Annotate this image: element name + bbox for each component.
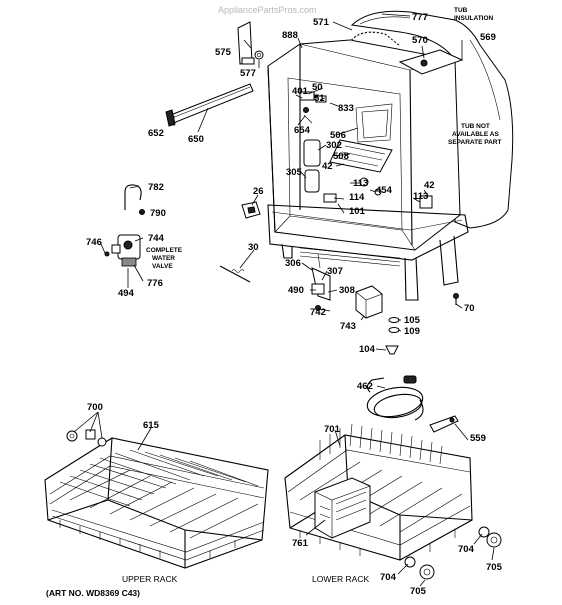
label-42b: 42 [424,180,435,191]
label-559: 559 [470,433,486,444]
label-30: 30 [248,242,259,253]
washers-and-screws [385,293,459,355]
label-308: 308 [339,285,355,296]
label-70: 70 [464,303,475,314]
label-101: 101 [349,206,366,217]
label-569: 569 [480,32,496,43]
label-454: 454 [376,185,393,196]
label-571: 571 [313,17,330,28]
label-26: 26 [253,186,264,197]
float-and-switch [311,253,331,311]
door-seal [165,83,254,127]
label-704a: 704 [458,544,475,555]
label-105: 105 [404,315,421,326]
caption-upper-rack: UPPER RACK [122,574,178,584]
label-746: 746 [86,237,102,248]
label-575: 575 [215,47,232,58]
label-704b: 704 [380,572,397,583]
silverware-basket [314,477,371,539]
leader-lines [73,13,495,587]
label-615: 615 [143,420,160,431]
label-888: 888 [282,30,298,41]
spring-rod [219,265,251,283]
clamp-bracket [429,415,459,433]
label-705b: 705 [410,586,427,597]
note-tub-insulation: TUB INSULATION [454,7,494,22]
label-506: 506 [330,130,346,141]
label-790: 790 [150,208,166,219]
label-700: 700 [87,402,103,413]
door-hinge-bracket [237,21,264,65]
label-570: 570 [412,35,428,46]
label-51: 51 [314,93,325,104]
label-833: 833 [338,103,354,114]
label-744: 744 [148,233,165,244]
note-tub-not-available: TUB NOT AVAILABLE AS SEPARATE PART [448,123,501,146]
caption-lower-rack: LOWER RACK [312,574,369,584]
label-113b: 113 [413,191,428,202]
label-307: 307 [327,266,343,277]
label-508: 508 [333,151,349,162]
svg-text:TUB: TUB [454,7,468,14]
label-114: 114 [349,192,365,203]
latch-part [241,201,261,219]
watermark: AppliancePartsPros.com [218,5,317,15]
lower-rack-drawing [284,423,473,561]
label-305: 305 [286,167,303,178]
label-761: 761 [292,538,309,549]
svg-text:SEPARATE PART: SEPARATE PART [448,139,501,146]
svg-text:INSULATION: INSULATION [454,15,494,22]
label-306: 306 [285,258,301,269]
label-742: 742 [310,307,326,318]
label-701: 701 [324,424,341,435]
svg-text:WATER: WATER [152,255,175,262]
label-650: 650 [188,134,204,145]
svg-text:AVAILABLE AS: AVAILABLE AS [452,131,499,138]
label-652: 652 [148,128,164,139]
rack-rollers [66,429,107,447]
label-705a: 705 [486,562,503,573]
fill-hose-hook [124,184,145,215]
drain-hose [366,375,424,421]
art-number: (ART NO. WD8369 C43) [46,588,140,598]
label-490: 490 [288,285,304,296]
label-577: 577 [240,68,256,79]
label-42a: 42 [322,161,333,172]
label-50: 50 [312,82,323,93]
label-109: 109 [404,326,420,337]
label-401: 401 [292,86,309,97]
lower-rack-wheels [404,526,502,580]
upper-rack-drawing [44,437,269,569]
vent-hose [349,31,401,47]
label-104: 104 [359,344,376,355]
label-654: 654 [294,125,311,136]
svg-text:COMPLETE: COMPLETE [146,247,183,254]
label-777: 777 [412,12,428,23]
label-743: 743 [340,321,356,332]
label-113a: 113 [353,178,368,189]
label-302: 302 [326,140,342,151]
svg-text:VALVE: VALVE [152,263,173,270]
label-494: 494 [118,288,135,299]
svg-text:TUB NOT: TUB NOT [461,123,490,130]
label-776: 776 [147,278,163,289]
motor-module [355,285,383,319]
label-782: 782 [148,182,164,193]
spray-arm-assembly [303,103,433,209]
note-complete-water-valve: COMPLETE WATER VALVE [146,247,183,270]
small-fittings [299,91,327,124]
label-462: 462 [357,381,373,392]
water-valve [104,234,141,267]
